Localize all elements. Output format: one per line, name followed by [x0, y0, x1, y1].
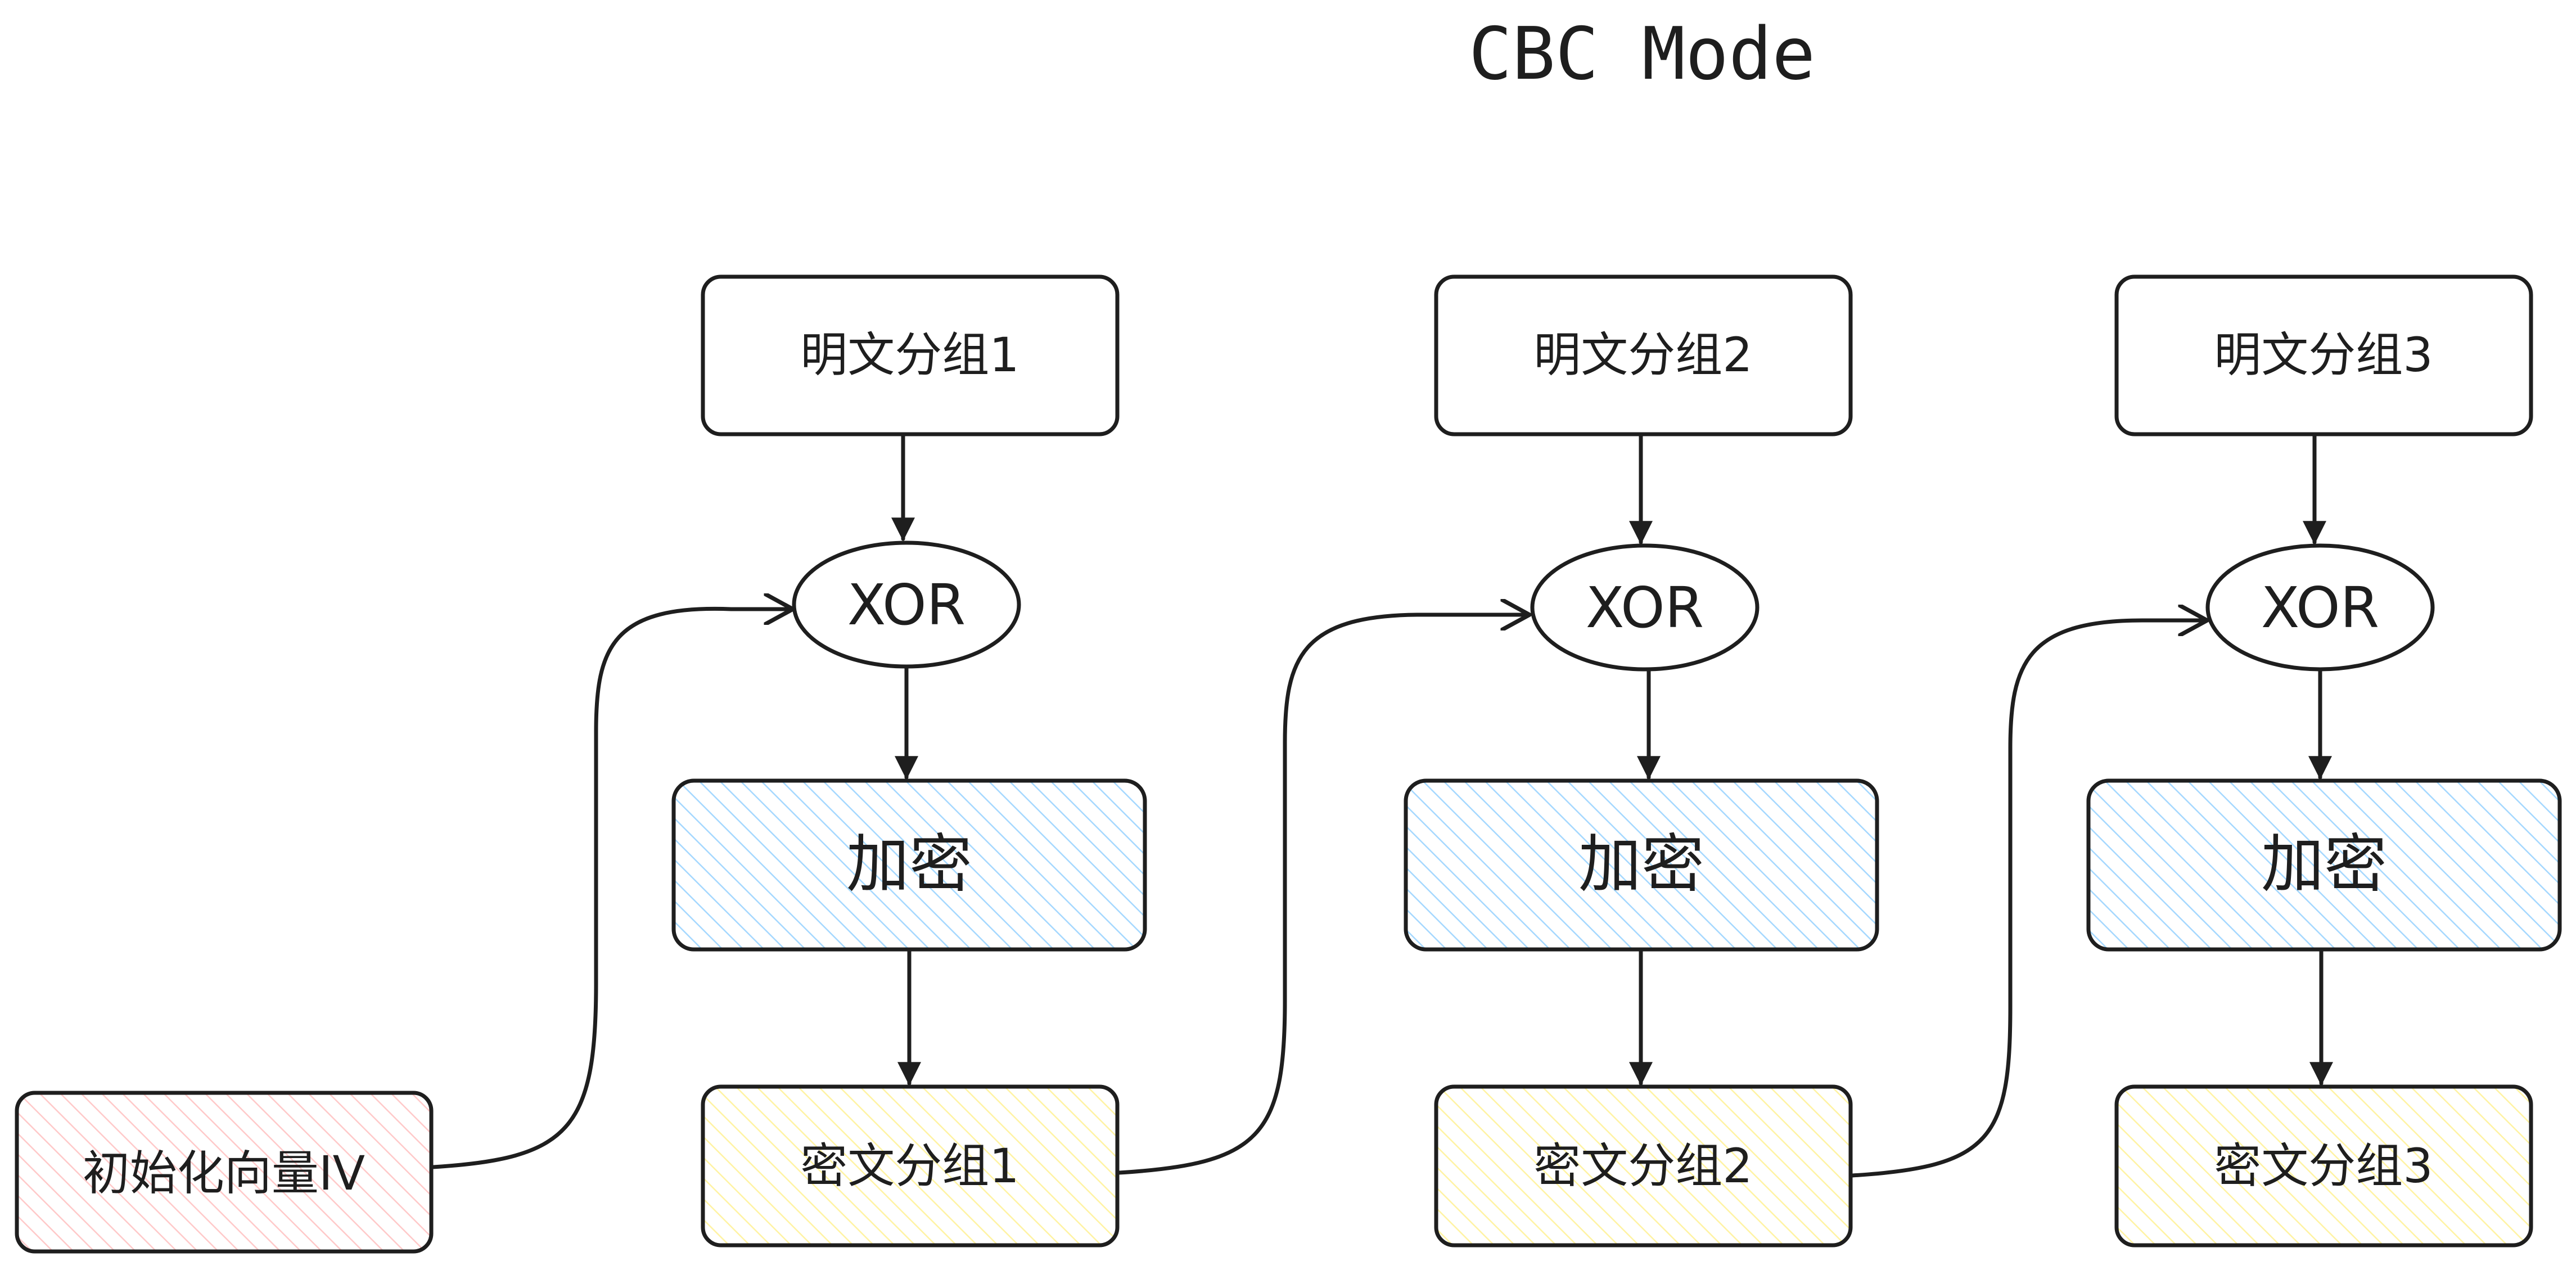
ciphertext-label-2: 密文分组2	[1533, 1138, 1752, 1194]
plaintext-box-2	[1434, 274, 1853, 436]
plaintext-block-3: 明文分组3	[2114, 274, 2533, 436]
xor-label-3: XOR	[2261, 575, 2379, 641]
ciphertext-block-1: 密文分组1	[701, 1084, 1120, 1248]
encrypt-fill-1	[674, 781, 1145, 949]
plaintext-label-3: 明文分组3	[2214, 327, 2433, 382]
ciphertext-fill-3	[2117, 1087, 2531, 1245]
ciphertext-label-1: 密文分组1	[800, 1138, 1019, 1194]
iv-block: 初始化向量IV	[15, 1091, 434, 1254]
xor-node-1: XOR	[792, 541, 1021, 669]
encrypt-block-2: 加密	[1404, 778, 1879, 952]
plaintext-box-1	[701, 274, 1120, 436]
encrypt-fill-2	[1406, 781, 1877, 949]
ciphertext-box-1	[701, 1084, 1120, 1248]
arrow-iv-to-xor1	[431, 609, 793, 1169]
ciphertext-label-3: 密文分组3	[2214, 1138, 2433, 1194]
ciphertext-box-3	[2114, 1084, 2533, 1248]
encrypt-label-1: 加密	[846, 828, 972, 901]
encrypt-label-2: 加密	[1578, 828, 1704, 901]
plaintext-block-2: 明文分组2	[1434, 274, 1853, 436]
plaintext-block-1: 明文分组1	[701, 274, 1120, 436]
arrow-cipher2-to-xor3	[1850, 620, 2207, 1178]
encrypt-box-3	[2086, 778, 2562, 952]
plaintext-box-3	[2114, 274, 2533, 436]
encrypt-block-1: 加密	[671, 778, 1147, 952]
plaintext-label-1: 明文分组1	[800, 327, 1019, 382]
arrow-cipher1-to-xor2	[1117, 615, 1530, 1175]
iv-box	[15, 1091, 434, 1254]
iv-fill	[17, 1093, 431, 1251]
ciphertext-block-2: 密文分组2	[1434, 1084, 1853, 1248]
xor-ellipse-2	[1530, 543, 1760, 672]
xor-label-1: XOR	[847, 572, 966, 638]
plaintext-label-2: 明文分组2	[1533, 327, 1752, 382]
ciphertext-fill-2	[1436, 1087, 1851, 1245]
xor-node-3: XOR	[2205, 543, 2435, 672]
iv-label: 初始化向量IV	[83, 1146, 365, 1201]
ciphertext-block-3: 密文分组3	[2114, 1084, 2533, 1248]
encrypt-block-3: 加密	[2086, 778, 2562, 952]
diagram-title: CBC Mode	[1469, 12, 1816, 96]
ciphertext-box-2	[1434, 1084, 1853, 1248]
ciphertext-fill-1	[703, 1087, 1117, 1245]
xor-label-2: XOR	[1586, 575, 1704, 641]
encrypt-fill-3	[2088, 781, 2560, 949]
encrypt-label-3: 加密	[2261, 828, 2387, 901]
xor-node-2: XOR	[1530, 543, 1760, 672]
